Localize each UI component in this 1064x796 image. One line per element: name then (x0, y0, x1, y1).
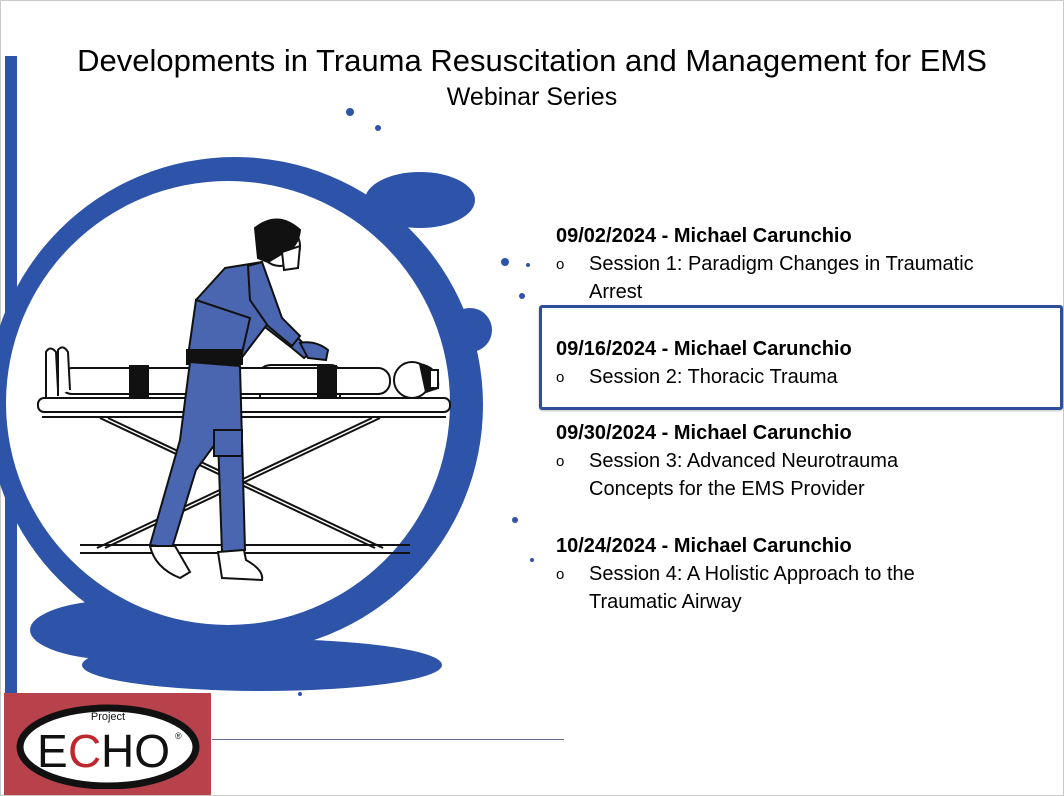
session-item-4: 10/24/2024 - Michael Carunchio o Session … (556, 532, 1056, 616)
project-echo-logo: Project E C HO ® (16, 704, 200, 789)
session-title-line-1: Session 4: A Holistic Approach to the (589, 563, 915, 585)
session-date-speaker: 09/02/2024 - Michael Carunchio (556, 225, 852, 247)
session-title-cont: Traumatic Airway (556, 588, 1056, 616)
logo-e-letter: E (37, 725, 68, 777)
session-title: o Session 3: Advanced Neurotrauma (556, 447, 1056, 475)
session-title-line-2: Arrest (589, 281, 643, 303)
session-title-cont: Concepts for the EMS Provider (556, 475, 1056, 503)
session-title-line-1: Session 1: Paradigm Changes in Traumatic (589, 253, 974, 275)
bullet-icon: o (556, 566, 565, 583)
session-title: o Session 1: Paradigm Changes in Traumati… (556, 250, 1056, 278)
session-title-line-2: Concepts for the EMS Provider (589, 478, 865, 500)
session-item-2: 09/16/2024 - Michael Carunchio o Session … (556, 335, 1056, 391)
bullet-icon: o (556, 453, 565, 470)
logo-registered-mark: ® (175, 731, 182, 741)
slide-subtitle: Webinar Series (446, 83, 618, 111)
paramedic (148, 218, 330, 582)
bullet-icon: o (556, 369, 565, 386)
session-title-line-1: Session 2: Thoracic Trauma (589, 366, 838, 388)
logo-ho-letters: HO (101, 725, 170, 777)
paramedic-stretcher-illustration (0, 108, 534, 696)
session-title: o Session 4: A Holistic Approach to the (556, 560, 1056, 588)
session-date-speaker: 09/30/2024 - Michael Carunchio (556, 422, 852, 444)
slide-title: Developments in Trauma Resuscitation and… (77, 43, 987, 78)
session-date-speaker: 09/16/2024 - Michael Carunchio (556, 338, 852, 360)
logo-c-letter: C (68, 725, 101, 777)
session-item-1: 09/02/2024 - Michael Carunchio o Session … (556, 222, 1056, 306)
bullet-icon: o (556, 256, 565, 273)
session-item-3: 09/30/2024 - Michael Carunchio o Session … (556, 419, 1056, 503)
session-title-line-2: Traumatic Airway (589, 591, 742, 613)
session-title-line-1: Session 3: Advanced Neurotrauma (589, 450, 899, 472)
session-title: o Session 2: Thoracic Trauma (556, 363, 1056, 391)
session-date-speaker: 10/24/2024 - Michael Carunchio (556, 535, 852, 557)
session-highlight-box (539, 305, 1063, 410)
logo-project-text: Project (91, 711, 125, 723)
session-title-cont: Arrest (556, 278, 1056, 306)
footer-divider-line (212, 739, 564, 740)
